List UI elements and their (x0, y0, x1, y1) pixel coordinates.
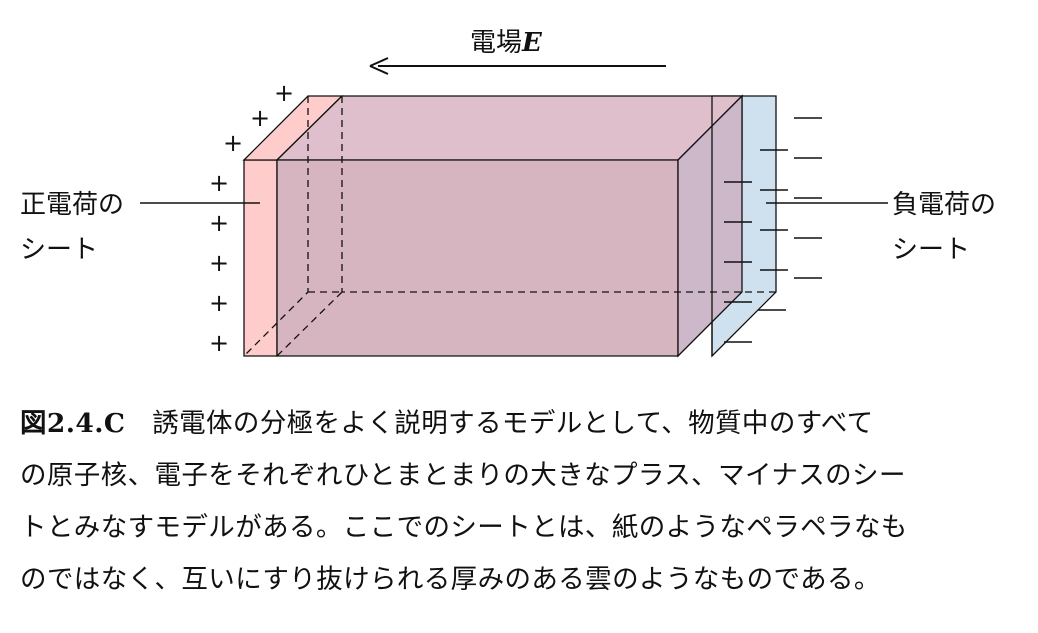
dielectric-box (243, 94, 776, 358)
svg-text:負電荷の: 負電荷の (892, 190, 996, 220)
positive-sheet-label: 正電荷の シート (20, 190, 260, 265)
electric-field: 電場E (369, 28, 666, 75)
plus-sign: + (209, 329, 229, 357)
box-front-face (276, 159, 679, 357)
caption-line-3: トとみなすモデルがある。ここでのシートとは、紙のようなペラペラなも (20, 512, 908, 543)
minus-signs (724, 117, 822, 343)
plus-sign: + (274, 79, 294, 107)
plus-sign: + (209, 209, 229, 237)
figure-caption: 図2.4.C 誘電体の分極をよく説明するモデルとして、物質中のすべて の原子核、… (20, 398, 1020, 606)
positive-sheet (242, 95, 344, 357)
field-arrowhead (369, 57, 389, 75)
negative-sheet-label: 負電荷の シート (766, 190, 996, 265)
box-top-face (275, 95, 744, 161)
plus-sign: + (250, 104, 270, 132)
caption-line-1: 図2.4.C 誘電体の分極をよく説明するモデルとして、物質中のすべて (20, 408, 874, 439)
caption-line-2: の原子核、電子をそれぞれひとまとまりの大きなプラス、マイナスのシー (20, 460, 906, 491)
field-label: 電場E (470, 28, 543, 58)
hidden-edges (243, 96, 776, 357)
svg-text:シート: シート (892, 235, 970, 265)
caption-label: 図2.4.C (20, 408, 126, 439)
plus-sign: + (209, 249, 229, 277)
plus-sign: + (209, 289, 229, 317)
svg-text:シート: シート (20, 235, 98, 265)
plus-signs: + + + + + + + + (209, 79, 294, 357)
box-right-face (677, 94, 743, 358)
caption-line-4: のではなく、互いにすり抜けられる厚みのある雲のようなものである。 (20, 564, 881, 595)
svg-text:正電荷の: 正電荷の (20, 190, 124, 220)
polarization-diagram: 電場E + + + + + + + + (20, 28, 996, 358)
plus-sign: + (223, 129, 243, 157)
field-symbol: E (521, 28, 543, 58)
plus-sign: + (209, 169, 229, 197)
